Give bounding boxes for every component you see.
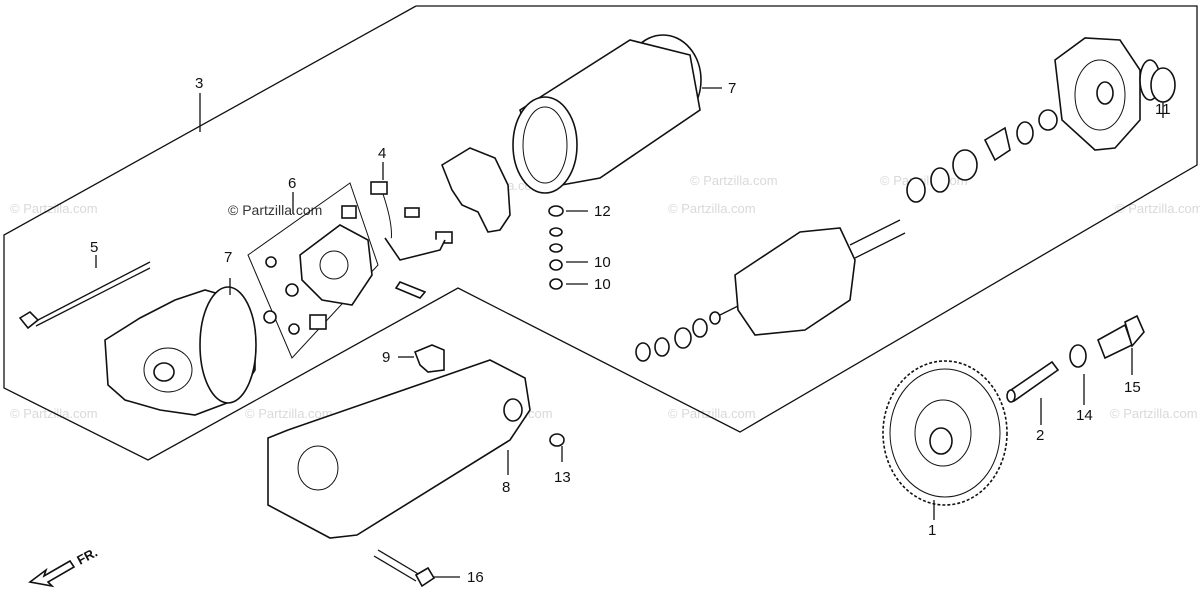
callout-16: 16 — [467, 569, 484, 586]
rear-cover-housing — [104, 278, 257, 416]
callout-12: 12 — [594, 203, 611, 220]
shaft-part-2 — [1006, 360, 1060, 425]
callout-7b: 7 — [728, 80, 736, 97]
callout-14: 14 — [1076, 407, 1093, 424]
front-direction-label: FR. — [74, 545, 100, 568]
callout-3: 3 — [195, 75, 203, 92]
callout-11: 11 — [1155, 101, 1171, 118]
shaft-washers — [635, 109, 1058, 362]
front-bracket — [1054, 37, 1161, 151]
callout-5: 5 — [90, 239, 98, 256]
callout-8: 8 — [502, 479, 510, 496]
nut-part-13 — [549, 433, 565, 462]
front-direction-indicator: FR. — [28, 545, 100, 588]
cover-part-8 — [267, 359, 531, 539]
callout-numbers: 3 5 6 7 4 7 12 10 10 9 8 13 16 11 1 2 14… — [90, 75, 1171, 586]
through-bolt-part-5 — [18, 255, 151, 330]
callout-9: 9 — [382, 349, 390, 366]
terminal-part-9 — [398, 344, 445, 373]
yoke-bracket — [441, 147, 511, 233]
watermark-text: © Partzilla.com — [668, 201, 756, 216]
callout-1: 1 — [928, 522, 936, 539]
callout-13: 13 — [554, 469, 571, 486]
bolt-part-15 — [1097, 314, 1145, 375]
o-ring-part-11 — [1150, 67, 1176, 118]
washer-part-14 — [1069, 344, 1087, 405]
watermark-text: © Partzilla.com — [690, 173, 778, 188]
watermark-text: © Partzilla.com — [668, 406, 756, 421]
callout-15: 15 — [1124, 379, 1141, 396]
armature — [709, 219, 906, 336]
callout-2: 2 — [1036, 427, 1044, 444]
assembly-outline — [3, 5, 1198, 461]
watermark-text: © Partzilla.com — [10, 201, 98, 216]
watermark-text: © Partzilla.com — [1110, 406, 1198, 421]
watermark-text-main: © Partzilla.com — [228, 202, 322, 218]
yoke-part-7-upper — [512, 34, 722, 194]
brushes-part-4 — [370, 162, 453, 299]
callout-7a: 7 — [224, 249, 232, 266]
brush-holder-part-6 — [263, 192, 373, 335]
bolt-part-16 — [373, 549, 460, 588]
callout-10a: 10 — [594, 254, 611, 271]
gear-part-1 — [882, 360, 1008, 520]
terminal-hardware-parts-10-12 — [548, 205, 588, 290]
callout-10b: 10 — [594, 276, 611, 293]
watermark-text: © Partzilla.com — [1115, 201, 1200, 216]
callout-6: 6 — [288, 175, 296, 192]
callout-4: 4 — [378, 145, 386, 162]
watermark-text: © Partzilla.com — [245, 406, 333, 421]
